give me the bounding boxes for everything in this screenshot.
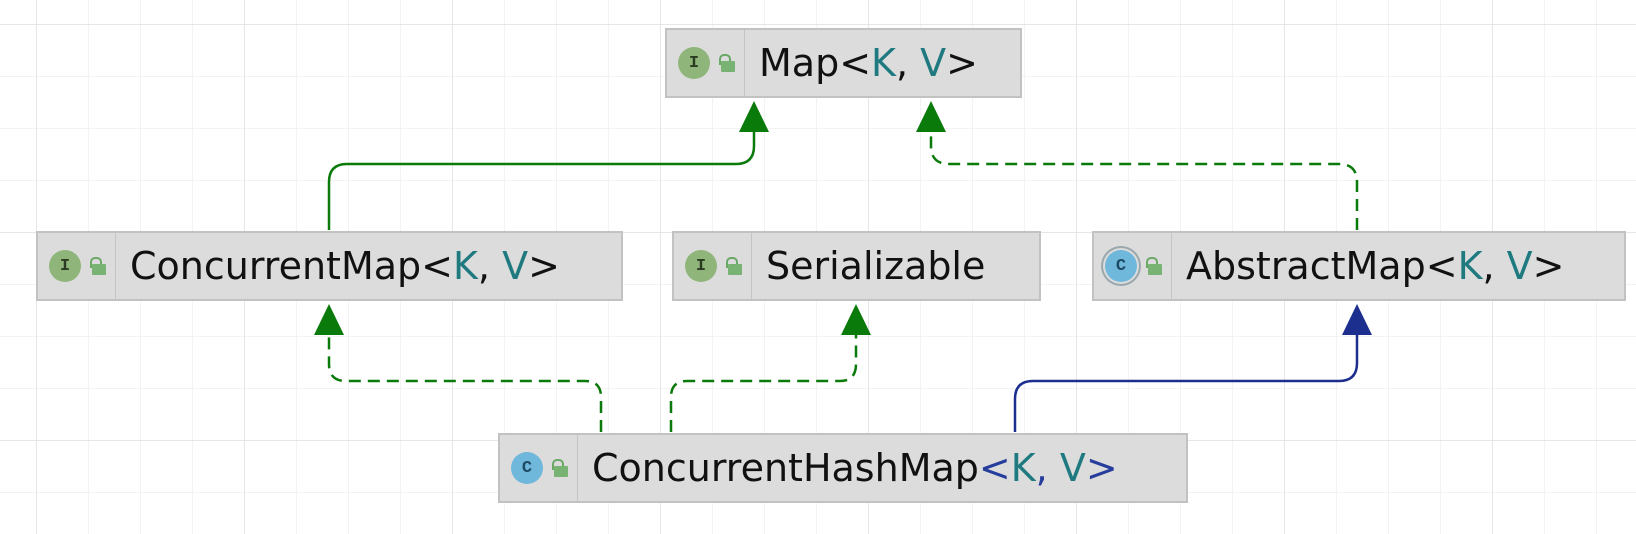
node-label: ConcurrentHashMap<K, V> bbox=[592, 446, 1118, 490]
node-label: Map<K, V> bbox=[759, 41, 978, 85]
edge-concurrenthashmap-to-concurrentmap bbox=[327, 335, 603, 432]
arrowhead-map-left bbox=[739, 101, 769, 132]
unlocked-lock-icon bbox=[717, 53, 735, 73]
unlocked-lock-icon bbox=[724, 256, 742, 276]
edge-concurrenthashmap-to-serializable bbox=[669, 335, 858, 432]
node-abstract-map[interactable]: C AbstractMap<K, V> bbox=[1092, 231, 1626, 301]
edge-concurrentmap-to-map bbox=[327, 132, 756, 230]
unlocked-lock-icon bbox=[1144, 256, 1162, 276]
class-icon: C bbox=[511, 452, 543, 484]
arrowhead-concurrentmap bbox=[314, 304, 344, 335]
node-icons: I bbox=[674, 233, 752, 299]
node-label: Serializable bbox=[766, 244, 986, 288]
abstract-class-icon: C bbox=[1105, 250, 1137, 282]
node-concurrent-hash-map[interactable]: C ConcurrentHashMap<K, V> bbox=[498, 433, 1188, 503]
node-icons: I bbox=[667, 30, 745, 96]
node-map[interactable]: I Map<K, V> bbox=[665, 28, 1022, 98]
node-icons: C bbox=[1094, 233, 1172, 299]
arrowhead-map-right bbox=[916, 101, 946, 132]
arrowhead-abstractmap bbox=[1342, 304, 1372, 335]
edge-abstractmap-to-map bbox=[929, 132, 1359, 230]
arrowhead-serializable bbox=[841, 304, 871, 335]
node-icons: C bbox=[500, 435, 578, 501]
interface-icon: I bbox=[49, 250, 81, 282]
edge-concurrenthashmap-to-abstractmap bbox=[1013, 335, 1359, 432]
node-serializable[interactable]: I Serializable bbox=[672, 231, 1041, 301]
node-concurrent-map[interactable]: I ConcurrentMap<K, V> bbox=[36, 231, 623, 301]
node-icons: I bbox=[38, 233, 116, 299]
node-label: AbstractMap<K, V> bbox=[1186, 244, 1565, 288]
unlocked-lock-icon bbox=[550, 458, 568, 478]
unlocked-lock-icon bbox=[88, 256, 106, 276]
interface-icon: I bbox=[685, 250, 717, 282]
interface-icon: I bbox=[678, 47, 710, 79]
node-label: ConcurrentMap<K, V> bbox=[130, 244, 560, 288]
